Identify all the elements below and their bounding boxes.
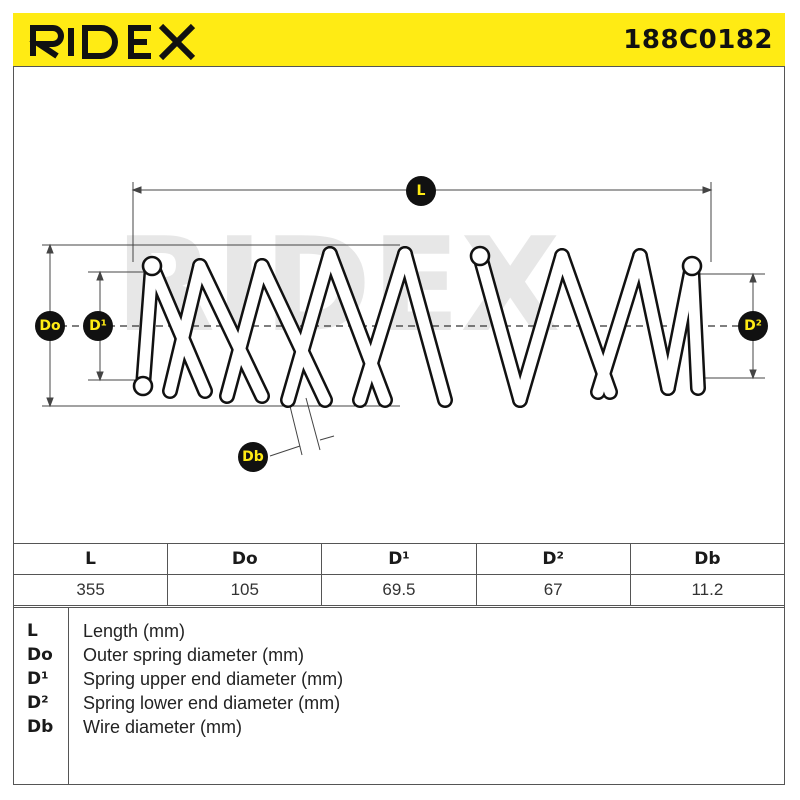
legend-divider (68, 608, 69, 785)
legend-description: Wire diameter (mm) (83, 717, 243, 737)
header-cell: L (12, 543, 169, 575)
legend-description: Outer spring diameter (mm) (83, 645, 305, 665)
badge-length: L (406, 176, 436, 206)
legend-symbol: D² (27, 693, 49, 713)
header-cell: D¹ (321, 543, 477, 575)
legend-symbol: Do (27, 645, 53, 665)
value-cell: 69.5 (321, 574, 477, 606)
part-number: 188C0182 (623, 25, 773, 55)
legend-description: Spring lower end diameter (mm) (83, 693, 341, 713)
legend-item: L Length (mm) (13, 621, 785, 645)
legend: L Length (mm) Do Outer spring diameter (… (13, 607, 785, 785)
value-cell: 11.2 (629, 574, 786, 606)
legend-symbol: L (27, 621, 38, 641)
header-cell: D² (475, 543, 631, 575)
ridex-logo (29, 23, 196, 60)
legend-symbol: D¹ (27, 669, 49, 689)
legend-symbol: Db (27, 717, 54, 737)
badge-wire-diameter: Db (238, 442, 268, 472)
header-cell: Db (629, 543, 786, 575)
legend-description: Spring upper end diameter (mm) (83, 669, 344, 689)
legend-description: Length (mm) (83, 621, 186, 641)
specs-value-row: 355 105 69.5 67 11.2 (12, 574, 786, 606)
header-cell: Do (167, 543, 323, 575)
specs-header-row: L Do D¹ D² Db (12, 543, 786, 575)
legend-item: D² Spring lower end diameter (mm) (13, 693, 785, 717)
badge-upper-diameter: D¹ (83, 311, 113, 341)
value-cell: 67 (475, 574, 631, 606)
outer-diameter-dimension (42, 243, 400, 408)
legend-item: D¹ Spring upper end diameter (mm) (13, 669, 785, 693)
specs-table: L Do D¹ D² Db 355 105 69.5 67 11.2 (12, 543, 786, 606)
header-bar: 188C0182 (13, 13, 785, 67)
value-cell: 105 (167, 574, 323, 606)
legend-item: Do Outer spring diameter (mm) (13, 645, 785, 669)
value-cell: 355 (12, 574, 169, 606)
legend-item: Db Wire diameter (mm) (13, 717, 785, 741)
badge-outer-diameter: Do (35, 311, 65, 341)
badge-lower-diameter: D² (738, 311, 768, 341)
coil-spring-icon (132, 245, 706, 408)
